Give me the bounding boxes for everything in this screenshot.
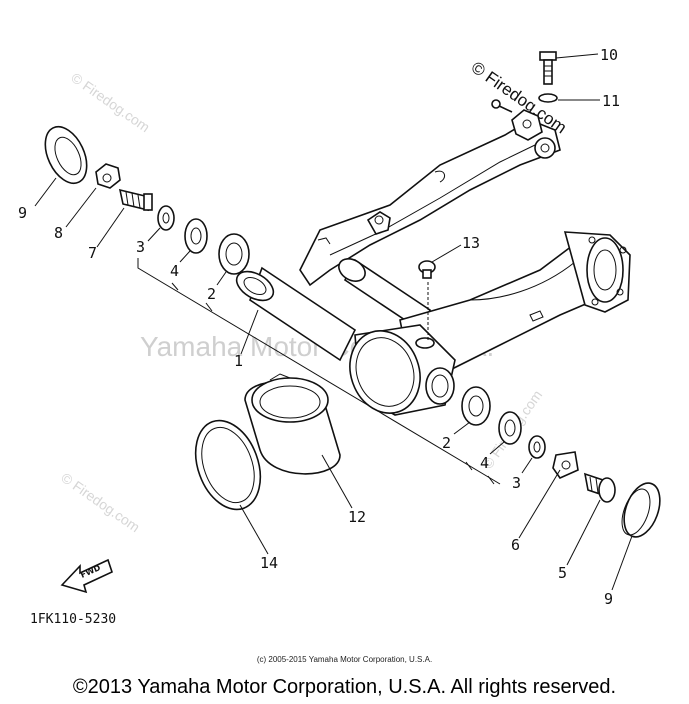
part-label-14: 14 — [260, 554, 278, 572]
cap-9-right — [621, 482, 661, 538]
part-label-2-left: 2 — [207, 285, 216, 303]
copyright-notice: ©2013 Yamaha Motor Corporation, U.S.A. A… — [72, 676, 617, 698]
bolt-10 — [539, 51, 557, 85]
part-label-7: 7 — [88, 244, 97, 262]
assembly-guide-lines — [137, 258, 501, 485]
swingarm-frame — [235, 99, 631, 416]
part-label-9-left: 9 — [18, 204, 27, 222]
bearing-4-left — [184, 218, 208, 254]
part-label-8: 8 — [54, 224, 63, 242]
grease-nipple-13 — [418, 260, 436, 279]
part-label-1: 1 — [234, 352, 243, 370]
diagram-code: 1FK110-5230 — [30, 612, 117, 627]
washer-11 — [538, 93, 558, 103]
part-label-13: 13 — [462, 234, 480, 252]
part-label-3-left: 3 — [136, 238, 145, 256]
oil-seal-9-left — [44, 125, 88, 185]
bearing-4-right — [498, 411, 522, 445]
part-label-12: 12 — [348, 508, 366, 526]
rubber-boot-12 — [244, 373, 341, 475]
part-label-9-right: 9 — [604, 590, 613, 608]
firedog-watermark: © Firedog.com — [68, 69, 153, 135]
small-copyright: (c) 2005-2015 Yamaha Motor Corporation, … — [256, 655, 433, 664]
firedog-watermark: © Firedog.com — [58, 469, 143, 535]
bearing-2-left — [218, 233, 250, 275]
part-label-10: 10 — [600, 46, 618, 64]
part-label-4-left: 4 — [170, 262, 179, 280]
forward-arrow-icon: FWD — [60, 558, 113, 594]
part-label-3-right: 3 — [512, 474, 521, 492]
lock-washer-6 — [552, 451, 579, 479]
collar-3-right — [528, 435, 546, 459]
part-label-5: 5 — [558, 564, 567, 582]
pivot-bolt-5 — [583, 472, 616, 503]
gasket-14 — [194, 419, 262, 511]
part-label-4-right: 4 — [480, 454, 489, 472]
part-label-2-right: 2 — [442, 434, 451, 452]
part-number-labels: 10 11 9 8 7 3 4 2 13 1 2 4 3 12 6 5 14 9 — [18, 46, 620, 608]
nut-8 — [95, 163, 121, 189]
part-label-6: 6 — [511, 536, 520, 554]
leader-lines — [34, 53, 633, 591]
bearing-2-right — [461, 386, 491, 426]
adjust-bolt-7 — [118, 188, 153, 212]
part-label-11: 11 — [602, 92, 620, 110]
collar-3-left — [157, 205, 175, 231]
